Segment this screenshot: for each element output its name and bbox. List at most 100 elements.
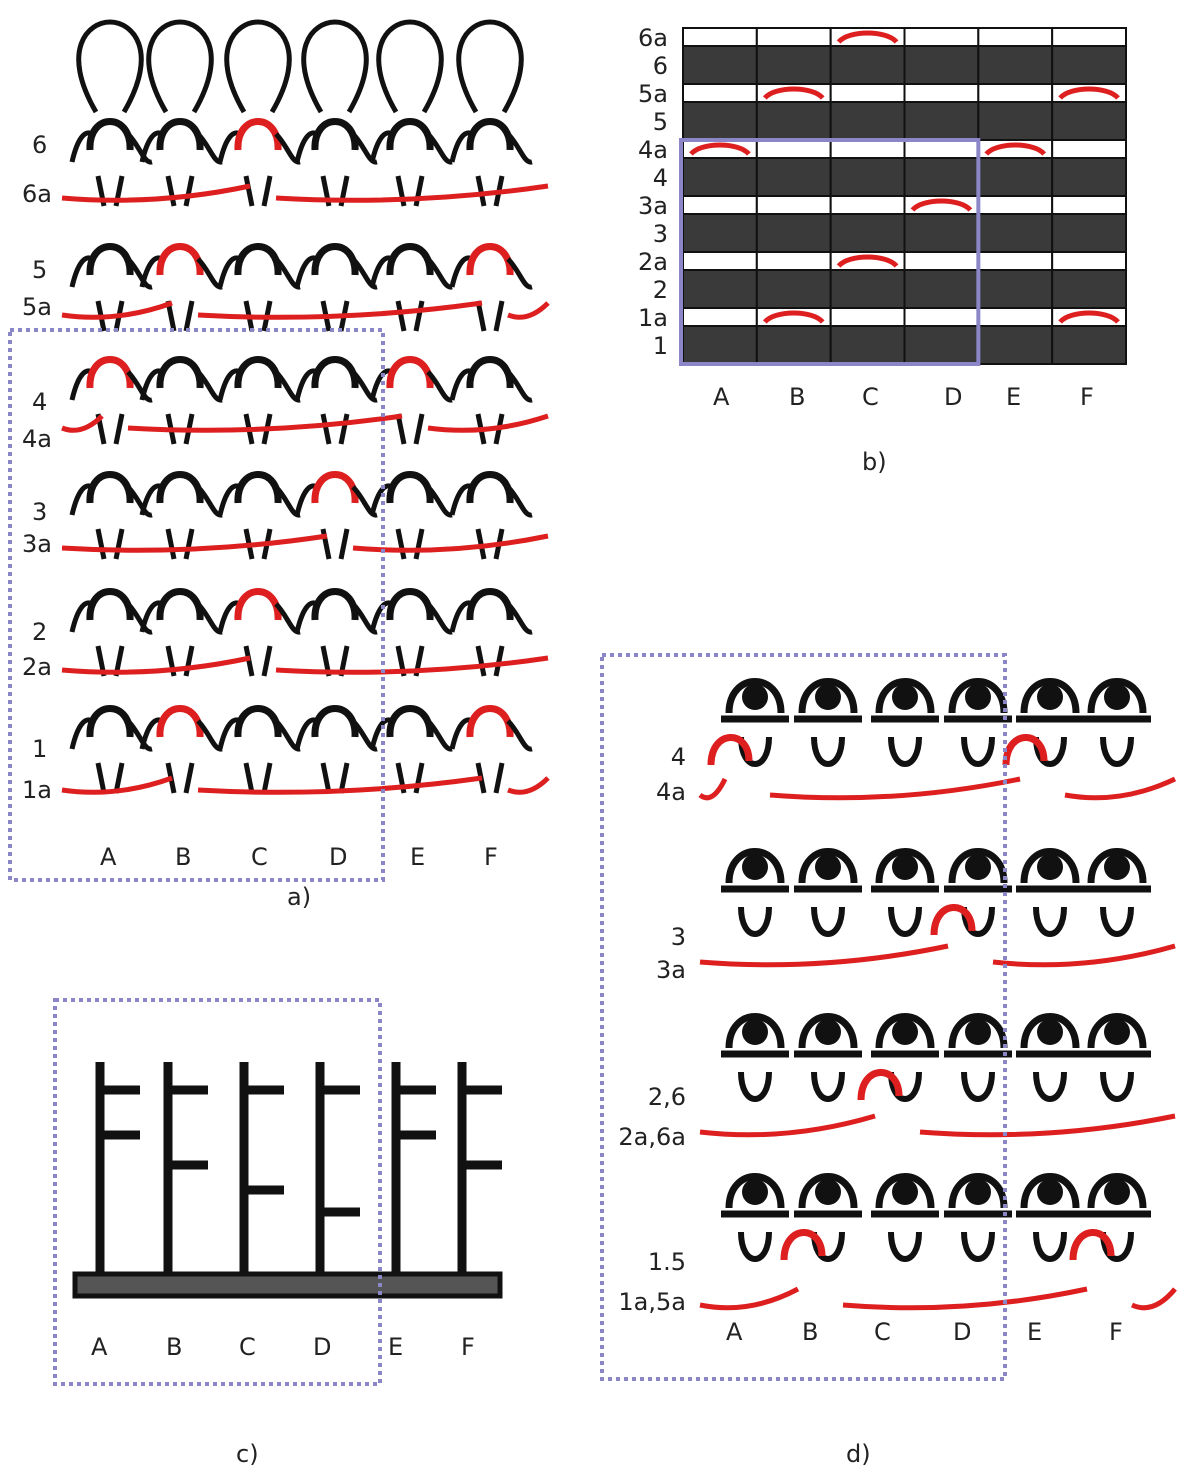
knit-loop — [390, 122, 430, 151]
grid-cell — [683, 270, 757, 308]
float-yarn — [508, 303, 548, 317]
stitch-leg — [496, 646, 502, 676]
grid-cell — [831, 308, 905, 326]
top-loop — [227, 22, 290, 112]
grid-cell — [905, 46, 979, 84]
top-loop — [379, 22, 442, 112]
column-label: A — [100, 843, 117, 871]
float-label: 4a — [22, 425, 52, 453]
grid-cell — [831, 196, 905, 214]
stitch-loop — [1036, 1232, 1064, 1259]
grid-cell — [683, 46, 757, 84]
float-yarn — [62, 186, 250, 200]
column-label: C — [862, 383, 879, 411]
grid-cell — [757, 28, 831, 46]
stitch-leg — [264, 763, 270, 793]
float-yarn — [1065, 779, 1175, 798]
knit-loop — [470, 475, 510, 504]
stitch-loop — [741, 1232, 769, 1259]
tuck-loop — [390, 360, 430, 389]
grid-row-label: 4 — [653, 164, 668, 192]
float-label: 2a,6a — [618, 1123, 686, 1151]
column-label: A — [91, 1333, 108, 1361]
stitch-leg — [264, 176, 270, 206]
grid-cell — [831, 326, 905, 364]
grid-cell — [1052, 214, 1126, 252]
knit-loop — [390, 592, 430, 621]
panel-b-caption: b) — [862, 448, 887, 476]
grid-cell — [1052, 270, 1126, 308]
grid-cell — [683, 28, 757, 46]
column-label: D — [953, 1318, 971, 1346]
grid-cell — [1052, 46, 1126, 84]
grid-cell — [683, 326, 757, 364]
tuck-loop — [470, 247, 510, 276]
grid-cell — [1052, 102, 1126, 140]
knit-loop — [315, 592, 355, 621]
grid-cell — [683, 308, 757, 326]
grid-row-label: 1 — [653, 332, 668, 360]
grid-row-label: 4a — [638, 136, 668, 164]
stitch-loop — [814, 907, 842, 934]
float-yarn — [62, 416, 102, 430]
knit-loop — [238, 709, 278, 738]
grid-cell — [757, 158, 831, 196]
column-label: E — [1027, 1318, 1042, 1346]
stitch-loop — [964, 737, 992, 764]
knit-loop — [160, 360, 200, 389]
needle-head — [1104, 854, 1130, 880]
column-label: D — [329, 843, 347, 871]
row-label: 1.5 — [648, 1248, 686, 1276]
knit-loop — [238, 247, 278, 276]
grid-cell — [978, 308, 1052, 326]
stitch-leg — [341, 529, 347, 559]
row-label: 4 — [671, 743, 686, 771]
panel-d-caption: d) — [846, 1440, 871, 1468]
needle-head — [1037, 684, 1063, 710]
needle-head — [742, 1019, 768, 1045]
grid-cell — [978, 102, 1052, 140]
float-yarn — [62, 658, 250, 672]
needle-head — [1104, 1019, 1130, 1045]
grid-cell — [905, 252, 979, 270]
float-yarn — [700, 946, 948, 965]
column-label: F — [461, 1333, 475, 1361]
column-label: F — [484, 843, 498, 871]
float-label: 3a — [656, 956, 686, 984]
grid-cell — [905, 270, 979, 308]
stitch-loop — [891, 737, 919, 764]
needle-head — [815, 1019, 841, 1045]
panel-c-needle-selection: ABCDEF — [55, 1000, 502, 1384]
column-label: D — [944, 383, 962, 411]
row-label: 3 — [32, 498, 47, 526]
stitch-leg — [186, 176, 192, 206]
stitch-leg — [398, 529, 404, 559]
grid-cell — [905, 140, 979, 158]
grid-cell — [757, 102, 831, 140]
grid-cell — [757, 326, 831, 364]
stitch-leg — [416, 414, 422, 444]
needle-head — [1037, 1019, 1063, 1045]
grid-row-label: 2 — [653, 276, 668, 304]
float-yarn — [276, 658, 548, 672]
float-label: 6a — [22, 180, 52, 208]
row-label: 2 — [32, 618, 47, 646]
knit-loop — [90, 247, 130, 276]
needle-head — [815, 684, 841, 710]
stitch-leg — [186, 529, 192, 559]
needle-head — [892, 684, 918, 710]
grid-cell — [757, 46, 831, 84]
panel-b-pattern-grid: 6a65a54a43a32a21a1ABCDEF — [638, 24, 1126, 411]
tuck-loop — [470, 709, 510, 738]
float-label: 5a — [22, 293, 52, 321]
float-yarn — [700, 1116, 875, 1135]
float-yarn — [276, 186, 548, 200]
knit-loop — [238, 475, 278, 504]
column-label: D — [313, 1333, 331, 1361]
knit-loop — [90, 122, 130, 151]
tuck-loop — [160, 247, 200, 276]
grid-cell — [905, 158, 979, 196]
column-label: F — [1080, 383, 1094, 411]
top-loop — [149, 22, 212, 112]
